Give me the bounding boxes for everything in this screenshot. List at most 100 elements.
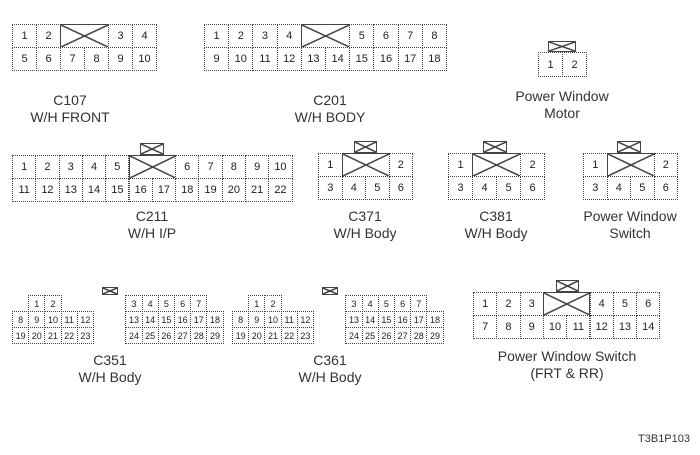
pin-8: 8 [221, 155, 246, 179]
pin-6: 6 [653, 176, 678, 200]
pin-8: 8 [232, 311, 250, 328]
locking-tab-icon [556, 280, 579, 292]
pin-12: 12 [35, 178, 60, 202]
pin-22: 22 [60, 327, 78, 344]
pin-29: 29 [426, 327, 444, 344]
pin-23: 23 [296, 327, 314, 344]
pin-22: 22 [280, 327, 298, 344]
pin-13: 13 [612, 315, 638, 339]
pin-2: 2 [36, 24, 61, 48]
pin-3: 3 [448, 176, 473, 200]
pin-15: 15 [377, 311, 395, 328]
pin-11: 11 [280, 311, 298, 328]
pin-10: 10 [228, 47, 254, 71]
locking-tab-icon [102, 287, 118, 295]
pin-10: 10 [268, 155, 293, 179]
locking-tab-icon [140, 143, 164, 155]
pin-14: 14 [325, 47, 351, 71]
pin-29: 29 [206, 327, 224, 344]
pin-6: 6 [520, 176, 545, 200]
pin-25: 25 [141, 327, 159, 344]
pin-19: 19 [198, 178, 223, 202]
pin-16: 16 [128, 178, 153, 202]
pin-20: 20 [221, 178, 246, 202]
pin-24: 24 [345, 327, 363, 344]
pin-4: 4 [276, 24, 302, 48]
pin-1: 1 [248, 295, 266, 312]
pin-6: 6 [36, 47, 61, 71]
pin-6: 6 [373, 24, 399, 48]
connector-description: W/H Body [298, 369, 362, 385]
pin-5: 5 [105, 155, 130, 179]
pin-4: 4 [341, 176, 366, 200]
pin-1: 1 [583, 153, 608, 177]
pin-8: 8 [496, 315, 521, 339]
pin-4: 4 [361, 295, 379, 312]
pin-21: 21 [245, 178, 270, 202]
pin-5: 5 [349, 24, 375, 48]
pin-3: 3 [58, 155, 83, 179]
pin-16: 16 [373, 47, 399, 71]
pin-1: 1 [473, 292, 498, 316]
pin-7: 7 [198, 155, 223, 179]
pin-11: 11 [252, 47, 278, 71]
pin-18: 18 [421, 47, 447, 71]
pin-14: 14 [81, 178, 107, 202]
pin-8: 8 [421, 24, 447, 48]
pin-2: 2 [562, 52, 587, 77]
connector-description: W/H FRONT [30, 109, 110, 125]
pin-6: 6 [175, 155, 200, 179]
pin-24: 24 [125, 327, 143, 344]
connector-description: W/H I/P [127, 225, 177, 241]
locking-tab-icon [548, 41, 576, 52]
pin-3: 3 [318, 176, 343, 200]
pin-20: 20 [28, 327, 46, 344]
pin-9: 9 [519, 315, 544, 339]
pin-23: 23 [76, 327, 94, 344]
pin-5: 5 [496, 176, 521, 200]
pin-13: 13 [300, 47, 326, 71]
pin-9: 9 [204, 47, 230, 71]
blank-cavity-icon [300, 24, 351, 48]
pin-2: 2 [496, 292, 521, 316]
pin-9: 9 [248, 311, 266, 328]
blank-cavity-icon [341, 153, 390, 177]
figure-code: T3B1P103 [638, 433, 690, 445]
pin-4: 4 [141, 295, 159, 312]
pin-4: 4 [589, 292, 614, 316]
pin-10: 10 [44, 311, 62, 328]
pin-1: 1 [204, 24, 230, 48]
pin-7: 7 [473, 315, 498, 339]
pin-3: 3 [252, 24, 278, 48]
pin-9: 9 [245, 155, 270, 179]
pin-19: 19 [232, 327, 250, 344]
pin-3: 3 [108, 24, 133, 48]
pin-17: 17 [151, 178, 177, 202]
pin-17: 17 [410, 311, 428, 328]
connector-description: (FRT & RR) [530, 365, 604, 381]
pin-28: 28 [190, 327, 208, 344]
connector-description: W/H Body [78, 369, 142, 385]
pin-6: 6 [388, 176, 413, 200]
pin-14: 14 [636, 315, 661, 339]
pin-4: 4 [132, 24, 157, 48]
pin-12: 12 [589, 315, 614, 339]
pin-5: 5 [12, 47, 37, 71]
connector-description: W/H Body [333, 225, 397, 241]
pin-17: 17 [397, 47, 423, 71]
connector-name: C211 [135, 208, 169, 224]
pin-3: 3 [345, 295, 363, 312]
pin-14: 14 [361, 311, 379, 328]
connector-name: C351 [93, 352, 127, 368]
pin-15: 15 [105, 178, 130, 202]
pin-5: 5 [157, 295, 175, 312]
pin-22: 22 [268, 178, 293, 202]
pin-17: 17 [190, 311, 208, 328]
pin-18: 18 [426, 311, 444, 328]
pin-12: 12 [76, 311, 94, 328]
